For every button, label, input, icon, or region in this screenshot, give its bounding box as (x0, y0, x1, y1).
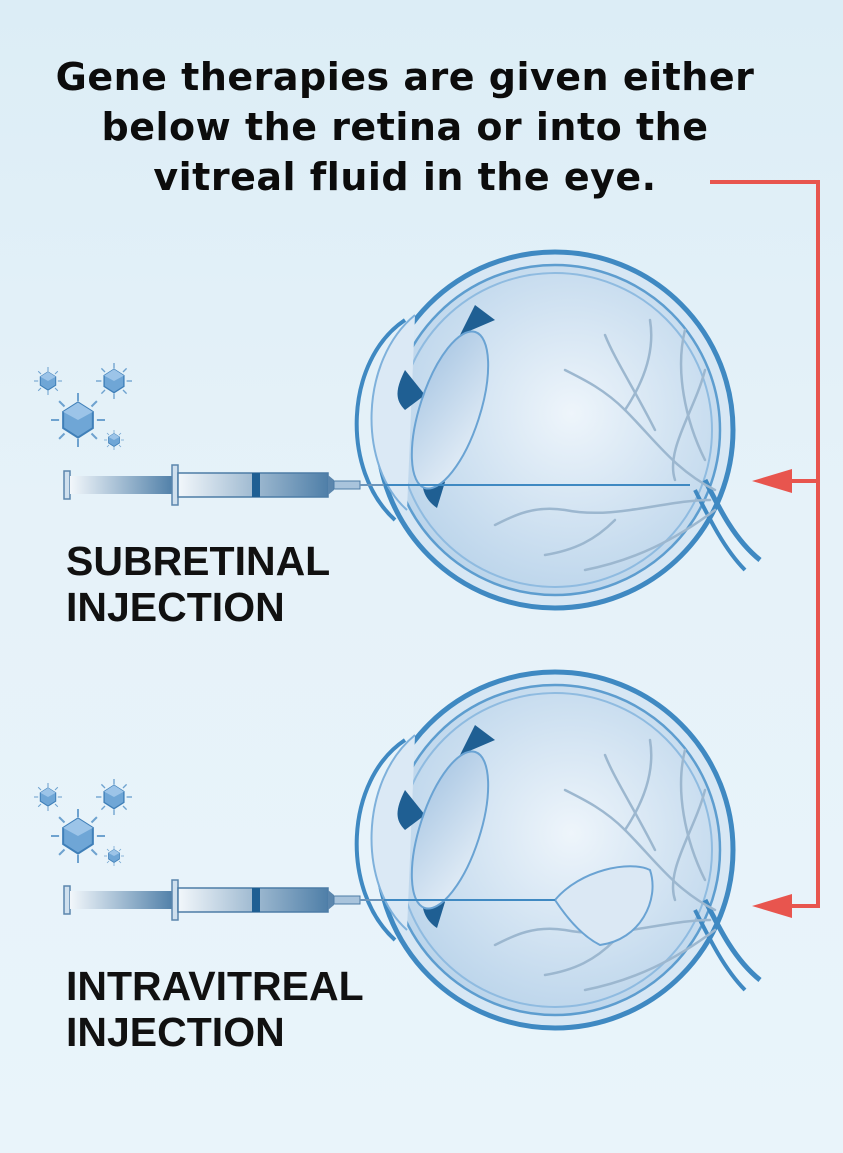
subretinal-panel (33, 252, 760, 608)
intravitreal-label-line-2: INJECTION (66, 1009, 285, 1055)
syringe-bottom (63, 879, 385, 921)
eyeball-top (357, 252, 760, 608)
title-line-2: below the retina or into the (101, 105, 709, 149)
subretinal-label-line-2: INJECTION (66, 584, 285, 630)
diagram-title: Gene therapies are given either below th… (0, 52, 810, 202)
subretinal-label: SUBRETINAL INJECTION (66, 538, 330, 630)
virus-particles-top (33, 362, 133, 451)
callout-connector (710, 180, 820, 908)
syringe-top (63, 464, 385, 506)
arrow-head-bottom (752, 894, 792, 918)
intravitreal-label: INTRAVITREAL INJECTION (66, 963, 364, 1055)
eyeball-bottom (357, 672, 760, 1028)
title-line-1: Gene therapies are given either (55, 55, 755, 99)
arrow-head-top (752, 469, 792, 493)
subretinal-label-line-1: SUBRETINAL (66, 538, 331, 584)
intravitreal-panel (33, 672, 760, 1028)
virus-particles-bottom (33, 778, 133, 867)
vitreous-bleb (553, 865, 654, 947)
intravitreal-label-line-1: INTRAVITREAL (66, 963, 364, 1009)
title-line-3: vitreal fluid in the eye. (153, 155, 657, 199)
